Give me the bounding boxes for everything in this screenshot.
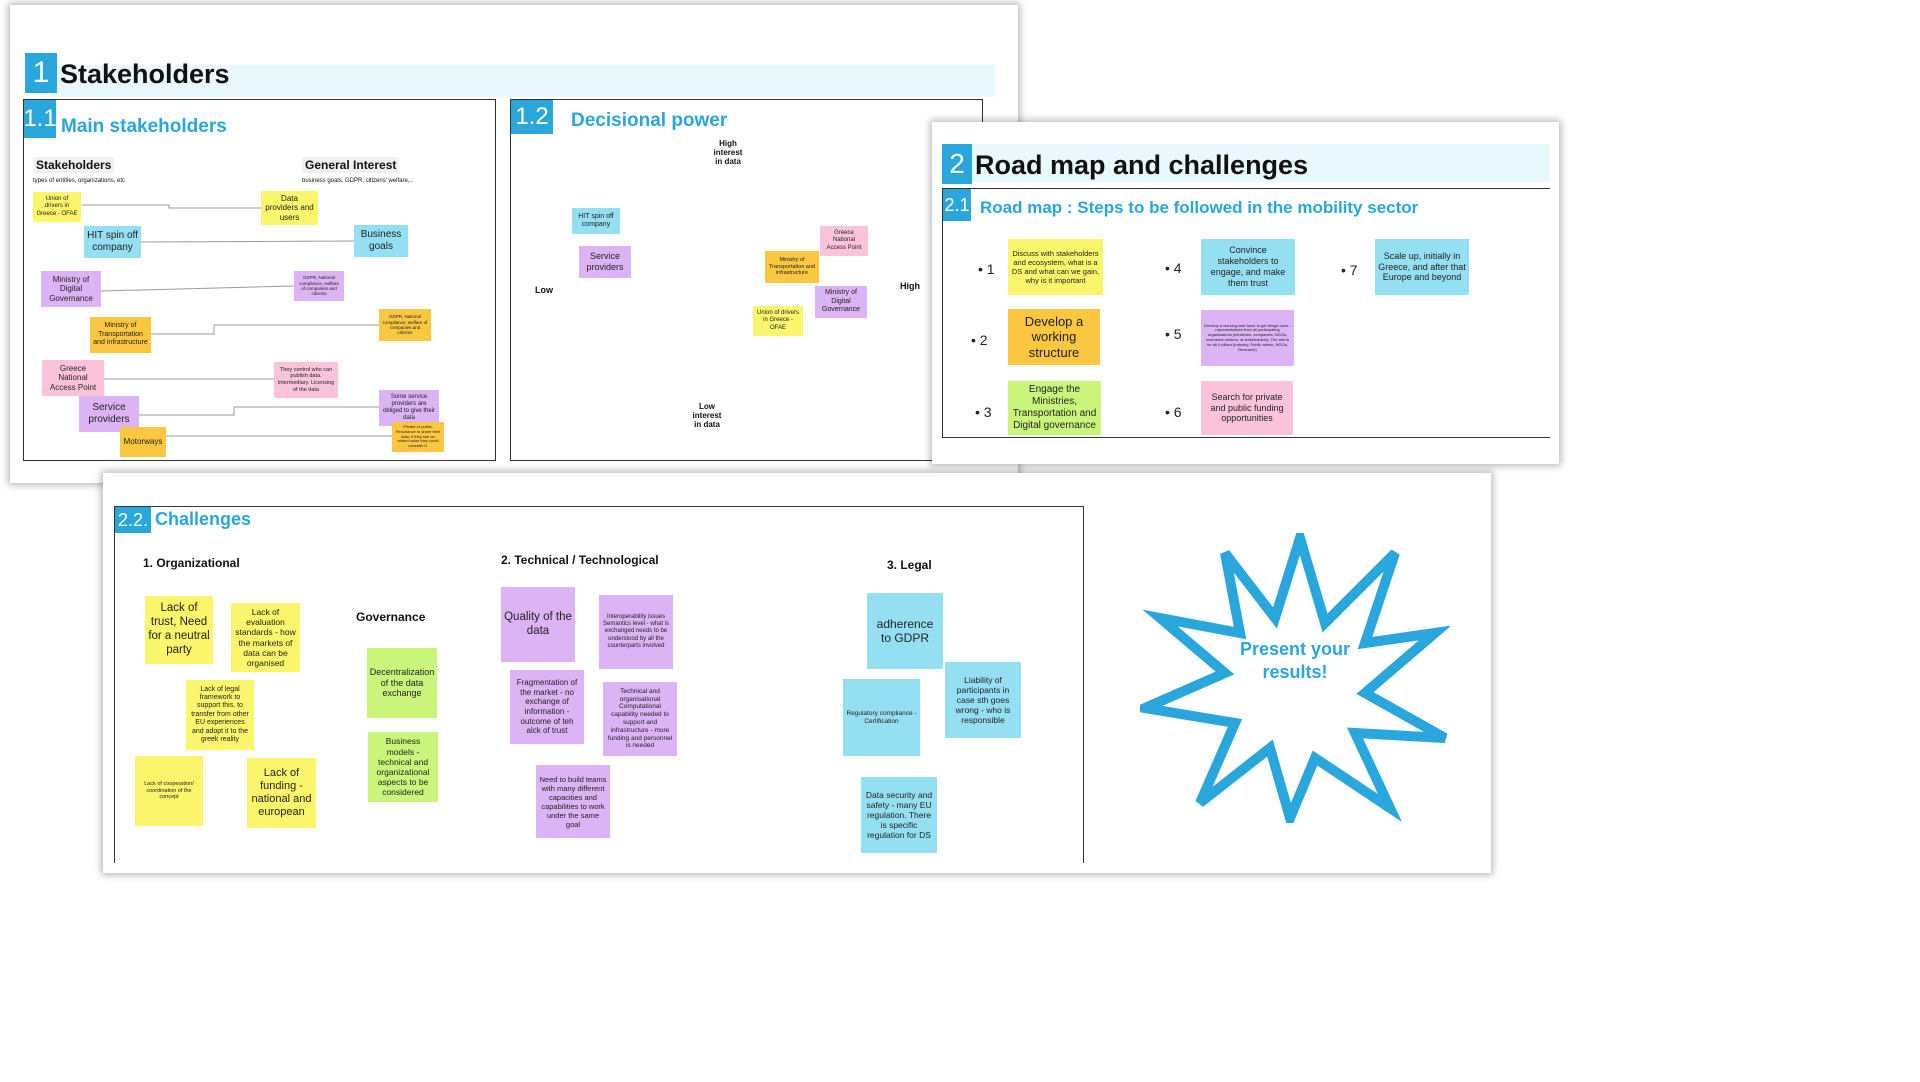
category-header-organizational: 1. Organizational: [143, 556, 240, 570]
roadmap-step-note[interactable]: Discuss with stakeholders and ecosystem,…: [1008, 239, 1103, 295]
roadmap-step-note[interactable]: Search for private and public funding op…: [1201, 381, 1293, 435]
category-header-legal: 3. Legal: [887, 558, 932, 572]
col-subheader: types of entities, organizations, etc: [33, 178, 126, 184]
sticky-note[interactable]: Ministry of Digital Governance: [815, 286, 867, 318]
roadmap-step-note[interactable]: Scale up, initially in Greece, and after…: [1375, 239, 1469, 295]
step-bullet: • 1: [978, 261, 995, 277]
section-title: Road map and challenges: [975, 150, 1309, 180]
sticky-note[interactable]: Motorways: [120, 427, 166, 457]
challenge-note[interactable]: Lack of legal framework to support this,…: [186, 680, 254, 750]
step-bullet: • 5: [1165, 326, 1182, 342]
section-number: 1: [25, 53, 57, 93]
category-header-governance: Governance: [356, 610, 426, 624]
title-band: [50, 65, 995, 97]
challenge-note[interactable]: Need to build teams with many different …: [536, 765, 610, 838]
sticky-note[interactable]: Service providers: [79, 396, 139, 432]
step-number: 5: [1173, 326, 1182, 342]
challenges-panel: 2.2. Challenges 1. Organizational Govern…: [114, 506, 1084, 863]
subsection-title: Road map : Steps to be followed in the m…: [980, 198, 1419, 217]
section-number: 2: [942, 144, 972, 184]
sticky-note[interactable]: HIT spin off company: [84, 226, 141, 258]
step-bullet: • 7: [1341, 262, 1358, 278]
subsection-number: 2.2.: [115, 507, 151, 533]
starburst-shape: [1140, 533, 1450, 823]
roadmap-step-note[interactable]: Convince stakeholders to engage, and mak…: [1201, 239, 1295, 295]
sticky-note[interactable]: Ministry of Transportation and infrastru…: [90, 317, 151, 353]
col-header-interest: General Interest: [302, 157, 400, 173]
subsection-number: 1.2: [511, 100, 553, 134]
challenge-note[interactable]: Technical and organisational Computation…: [603, 682, 677, 756]
challenge-note[interactable]: adherence to GDPR: [867, 593, 943, 669]
subsection-title: Decisional power: [571, 110, 728, 131]
col-header-stakeholders: Stakeholders: [33, 157, 115, 173]
subsection-title: Challenges: [155, 509, 252, 529]
sticky-note[interactable]: Some service providers are obliged to gi…: [379, 390, 439, 426]
step-number: 7: [1349, 262, 1358, 278]
step-number: 1: [986, 261, 995, 277]
axis-label-high-interest: High interest in data: [713, 139, 743, 166]
challenge-note[interactable]: Lack of trust, Need for a neutral party: [145, 596, 213, 664]
title-band: [962, 144, 1550, 182]
challenge-note[interactable]: Lack of funding - national and european: [247, 758, 316, 828]
roadmap-step-note[interactable]: Engage the Ministries, Transportation an…: [1008, 381, 1101, 435]
sticky-note[interactable]: Ministry of Transportation and infrastru…: [765, 251, 819, 283]
axis-label-high: High: [900, 281, 920, 291]
step-bullet: • 4: [1165, 260, 1182, 276]
subsection-title: Main stakeholders: [61, 116, 227, 137]
step-number: 4: [1173, 260, 1182, 276]
section-title: Stakeholders: [60, 59, 230, 89]
roadmap-step-note[interactable]: Develop a working structure: [1008, 309, 1100, 365]
step-number: 3: [983, 404, 992, 420]
step-number: 6: [1173, 404, 1182, 420]
sticky-note[interactable]: HIT spin off company: [572, 208, 620, 234]
burst-label: Present your results!: [1239, 639, 1351, 683]
challenge-note[interactable]: Business models - technical and organiza…: [368, 732, 438, 802]
step-bullet: • 6: [1165, 404, 1182, 420]
challenge-note[interactable]: Quality of the data: [501, 587, 575, 662]
subsection-number: 1.1: [23, 100, 57, 138]
step-number: 2: [979, 332, 988, 348]
col-subheader: business goals, GDPR, citizens' welfare,…: [302, 178, 413, 184]
subsection-number: 2.1: [943, 189, 971, 221]
sticky-note[interactable]: Business goals: [354, 225, 408, 257]
axis-label-low-interest: Low interest in data: [692, 402, 722, 429]
sticky-note[interactable]: Service providers: [579, 246, 631, 278]
stakeholders-frame: 1 Stakeholders 1.1 Main stakeholders Sta…: [10, 5, 1018, 483]
challenge-note[interactable]: Decentralization of the data exchange: [367, 648, 437, 718]
sticky-note[interactable]: Greece National Access Point: [820, 226, 868, 256]
challenges-frame: 2.2. Challenges 1. Organizational Govern…: [103, 473, 1491, 873]
roadmap-step-note[interactable]: Develop a working task force to get thin…: [1201, 310, 1294, 366]
challenge-note[interactable]: Lack of evaluation standards - how the m…: [231, 603, 300, 672]
roadmap-panel: 2.1 Road map : Steps to be followed in t…: [942, 188, 1550, 438]
connector-lines: [82, 204, 392, 437]
sticky-note[interactable]: Data providers and users: [261, 191, 318, 225]
decisional-power-panel: 1.2 Decisional power High interest in da…: [510, 99, 983, 461]
sticky-note[interactable]: Ministry of Digital Governance: [41, 271, 101, 307]
challenge-note[interactable]: Regulatory compliance - Certification: [843, 679, 920, 756]
challenge-note[interactable]: Lack of cooperation/ coordination of the…: [135, 756, 203, 826]
sticky-note[interactable]: Union of drivers in Greece - OFAE: [33, 192, 81, 222]
step-bullet: • 2: [971, 332, 988, 348]
axis-label-low: Low: [535, 285, 553, 295]
challenge-note[interactable]: Data security and safety - many EU regul…: [861, 777, 937, 853]
category-header-technical: 2. Technical / Technological: [501, 553, 659, 567]
challenge-note[interactable]: Interoperability issues Semantics level …: [599, 595, 673, 669]
sticky-note[interactable]: Private or public. Reluctance to share t…: [392, 422, 444, 452]
sticky-note[interactable]: Union of drivers in Greece - OFAE: [753, 306, 803, 336]
sticky-note[interactable]: GDPR, National compliance, welfare of co…: [379, 309, 431, 341]
sticky-note[interactable]: Greece National Access Point: [42, 360, 104, 396]
sticky-note[interactable]: GDPR, National compliance, welfare of co…: [294, 271, 344, 301]
challenge-note[interactable]: Fragmentation of the market - no exchang…: [510, 670, 584, 744]
challenge-note[interactable]: Liability of participants in case sth go…: [945, 662, 1021, 738]
sticky-note[interactable]: They control who can publish data. Inter…: [274, 362, 338, 398]
main-stakeholders-panel: 1.1 Main stakeholders Stakeholders types…: [23, 99, 496, 461]
roadmap-frame: 2 Road map and challenges 2.1 Road map :…: [932, 122, 1559, 464]
step-bullet: • 3: [975, 404, 992, 420]
